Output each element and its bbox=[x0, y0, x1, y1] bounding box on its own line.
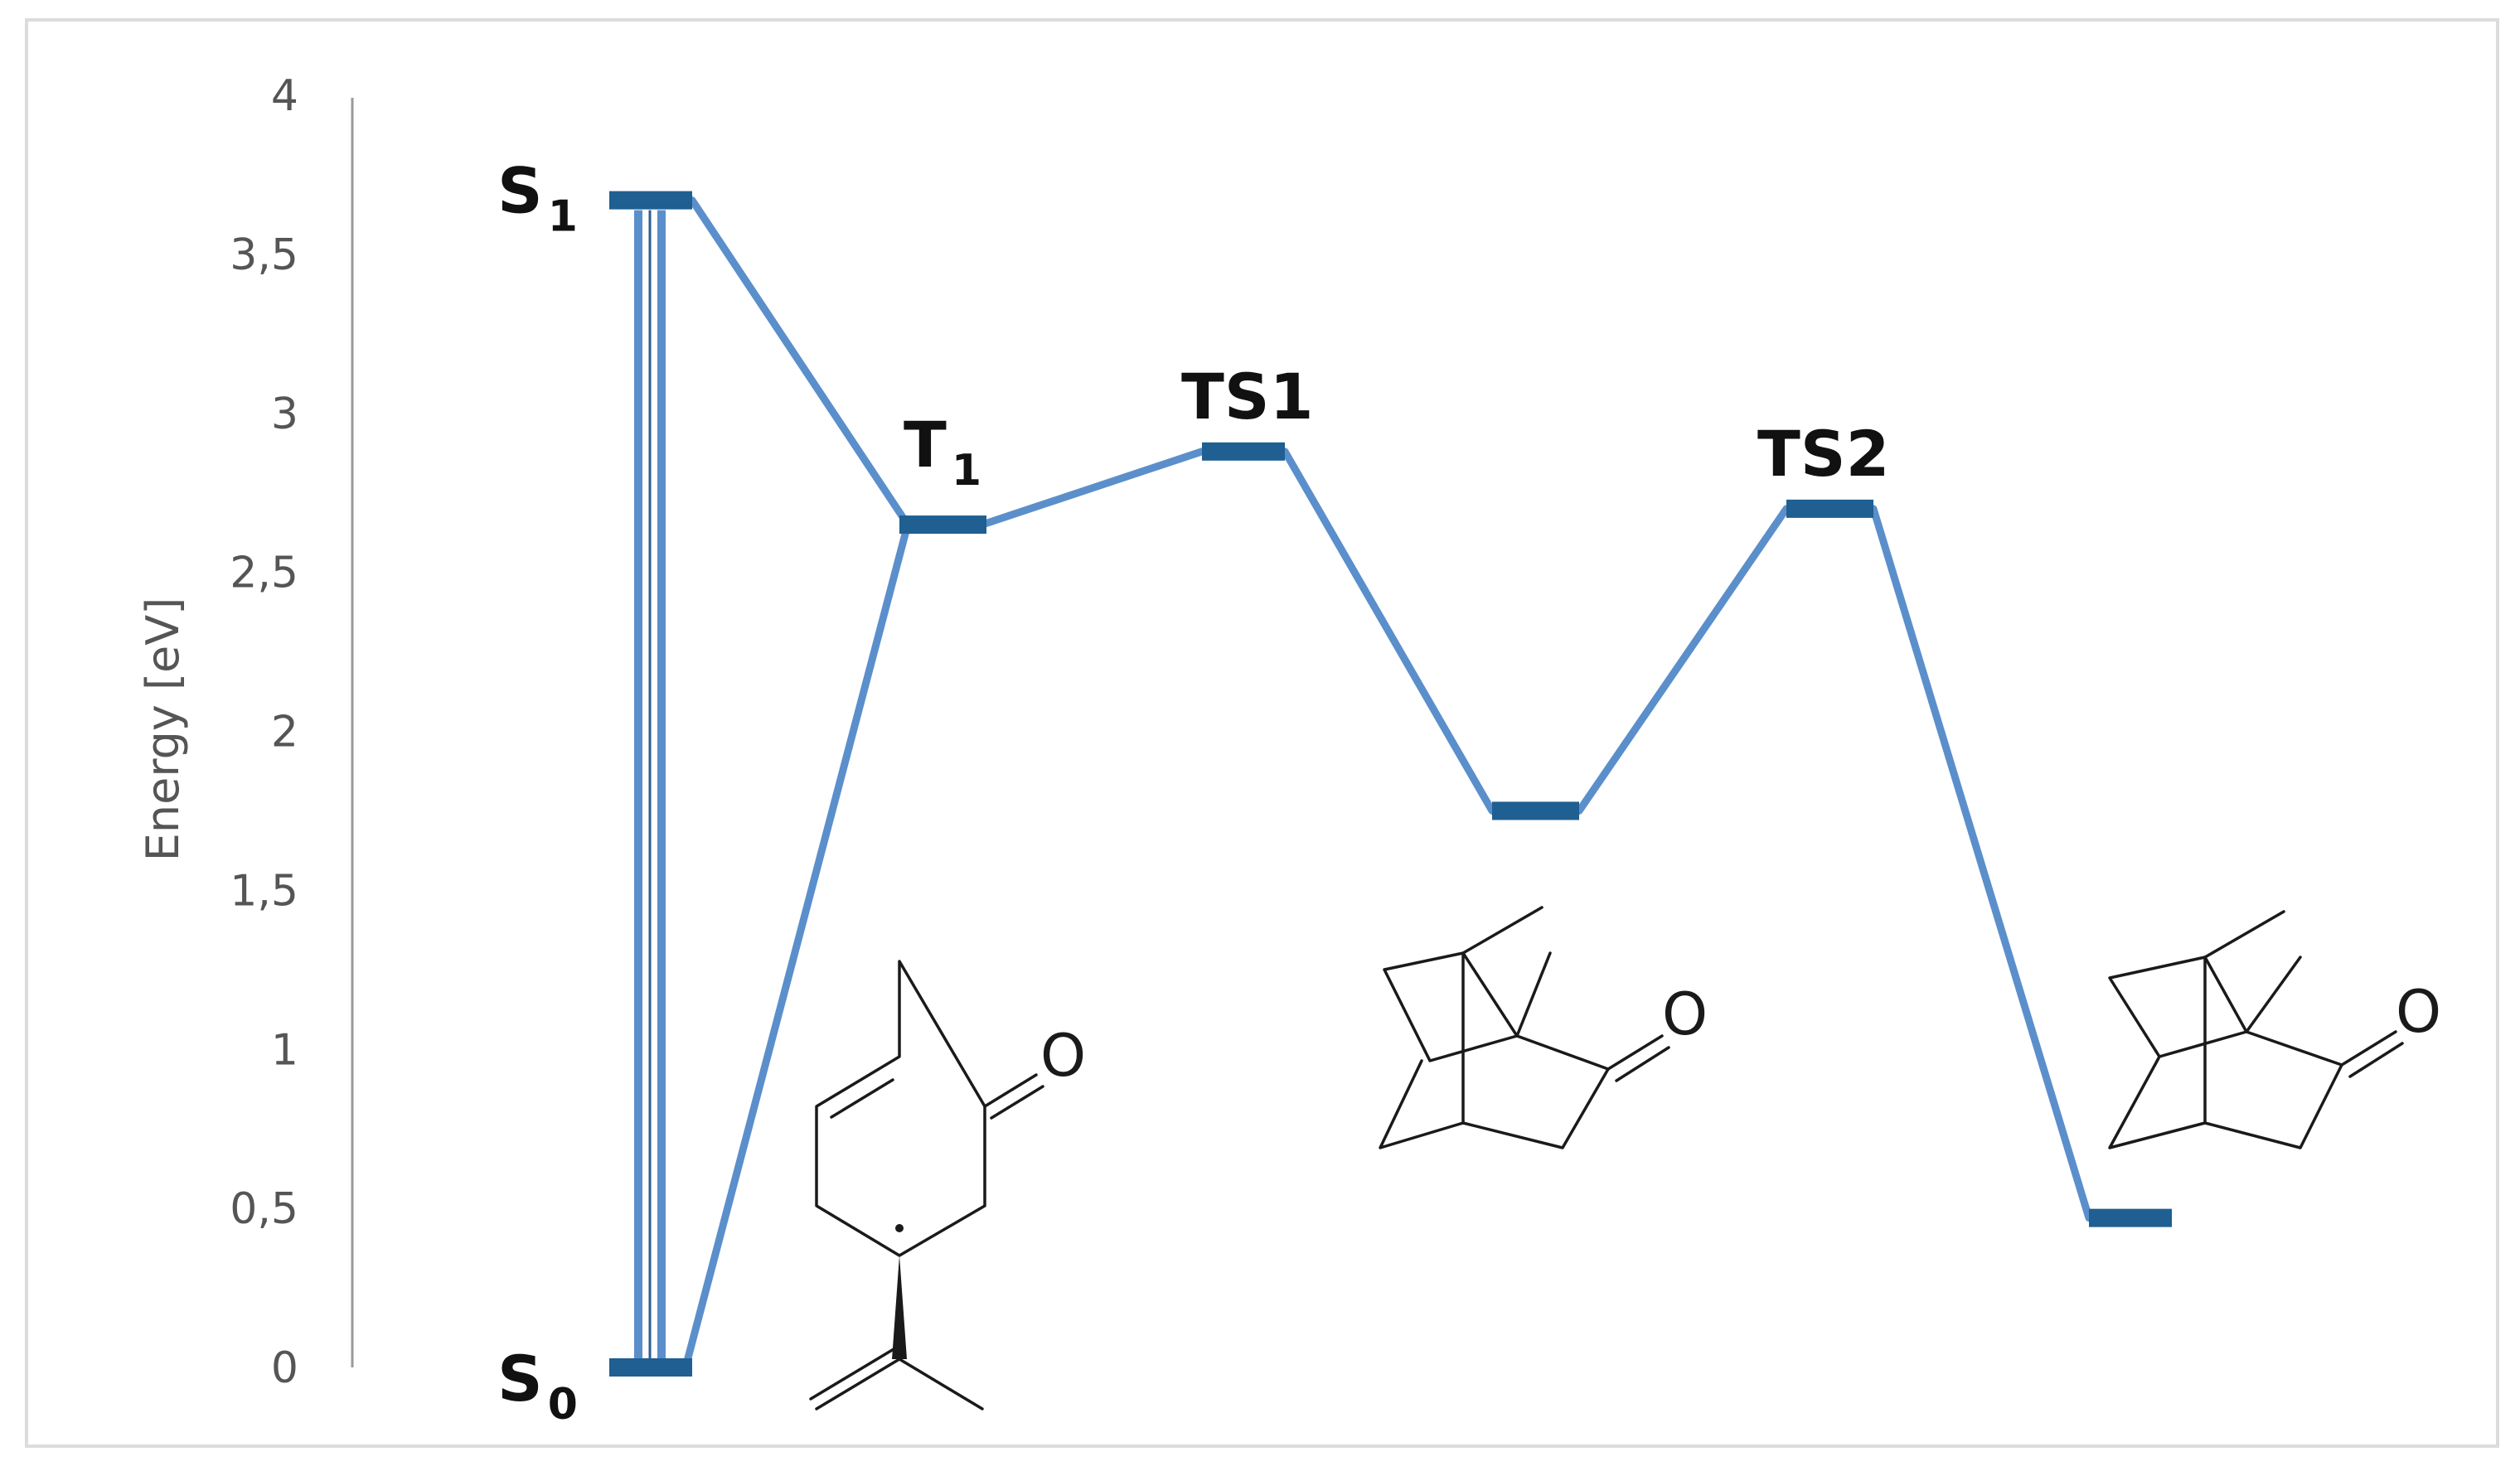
energy-level-bar bbox=[2089, 1208, 2172, 1227]
y-tick-label: 1 bbox=[271, 1025, 298, 1075]
energy-level-bar bbox=[609, 1358, 692, 1377]
energy-levels bbox=[609, 191, 2172, 1377]
y-tick-label: 4 bbox=[271, 71, 298, 121]
energy-level-bar bbox=[1202, 442, 1285, 461]
y-tick-label: 3 bbox=[271, 390, 298, 439]
y-tick-label: 2,5 bbox=[230, 549, 298, 598]
reaction-path bbox=[978, 448, 1206, 529]
y-tick-label: 0,5 bbox=[230, 1184, 298, 1234]
y-tick-label: 1,5 bbox=[230, 866, 298, 916]
energy-level-bar bbox=[1492, 801, 1579, 820]
reaction-path bbox=[1281, 448, 1496, 815]
energy-level-bar bbox=[609, 191, 692, 210]
tricyclic-ketone-structure-icon: O bbox=[2108, 910, 2441, 1149]
svg-text:O: O bbox=[1662, 980, 1708, 1048]
reaction-path bbox=[1869, 505, 2093, 1222]
reaction-paths bbox=[634, 196, 2093, 1372]
bicyclic-ketone-structure-icon: O bbox=[1379, 906, 1708, 1149]
y-tick-label: 2 bbox=[271, 708, 298, 757]
carvone-structure-icon: O bbox=[809, 960, 1086, 1411]
svg-text:O: O bbox=[1040, 1022, 1086, 1090]
state-label: TS1 bbox=[1181, 360, 1313, 433]
y-tick-label: 3,5 bbox=[230, 230, 298, 280]
energy-level-bar bbox=[899, 515, 986, 535]
y-axis: 0 0,5 1 1,5 2 2,5 3 3,5 4 bbox=[230, 71, 354, 1393]
relaxation-path bbox=[681, 520, 912, 1372]
state-label: TS2 bbox=[1757, 417, 1889, 491]
energy-level-bar bbox=[1786, 499, 1873, 518]
isc-path bbox=[688, 196, 912, 529]
y-axis-label: Energy [eV] bbox=[137, 598, 189, 862]
reaction-path bbox=[1575, 505, 1791, 815]
y-tick-label: 0 bbox=[271, 1343, 298, 1393]
svg-text:O: O bbox=[2396, 978, 2441, 1046]
